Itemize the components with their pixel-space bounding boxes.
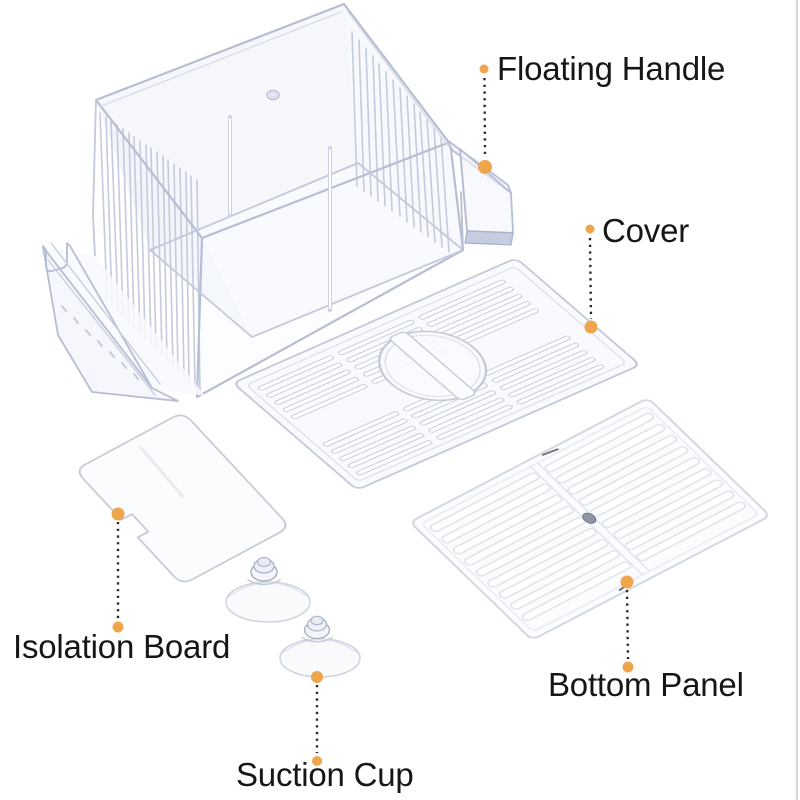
isolation-board-reflection	[138, 445, 185, 499]
bottom-panel-part	[412, 399, 768, 639]
bottom-panel-pin	[582, 512, 597, 524]
knob-collar	[301, 636, 333, 643]
trough-rail-inner	[47, 242, 161, 396]
back-wall-hole	[266, 89, 280, 101]
left-floating-handle	[42, 242, 205, 402]
box-rim-highlight	[98, 11, 450, 148]
cover-rim	[247, 267, 626, 481]
callout-isolation-board	[111, 507, 125, 633]
trough-left-face	[42, 246, 179, 402]
callout-floating-handle	[478, 64, 492, 174]
box-inner-edges	[92, 99, 464, 338]
suction-cup-2	[279, 615, 361, 678]
callout-bottom-panel	[620, 575, 634, 673]
part-dot	[311, 671, 323, 683]
knob-top	[256, 556, 272, 568]
label-cover: Cover	[602, 212, 690, 249]
handle-bottom-edge	[464, 230, 514, 246]
left-wall-slats	[99, 112, 201, 394]
label-dot	[585, 224, 595, 234]
suction-cup-knob	[247, 556, 281, 586]
label-dot	[312, 756, 322, 766]
handle-side-edge	[459, 148, 468, 251]
trough-rail-notched	[42, 242, 153, 389]
bottom-panel-slats	[431, 414, 745, 620]
knob-top	[310, 615, 324, 626]
suction-cup-dome	[227, 581, 309, 598]
bottom-panel-rim	[422, 407, 758, 631]
label-isolation-board: Isolation Board	[13, 628, 231, 665]
cover-hatch-divider	[389, 331, 476, 400]
part-dot	[111, 507, 125, 521]
part-dot	[478, 160, 492, 174]
part-dot	[620, 575, 634, 589]
label-bottom-panel: Bottom Panel	[548, 666, 744, 703]
box-rim-edges	[94, 2, 465, 399]
leader-line	[483, 77, 487, 159]
suction-cup-dome	[281, 638, 359, 654]
label-dot	[479, 64, 489, 74]
callout-suction-cup	[311, 671, 323, 766]
suction-cup-1	[225, 556, 311, 623]
breeder-box	[42, 2, 514, 402]
back-wall-hole-inner	[269, 92, 277, 98]
trough-slot-ticks	[61, 305, 139, 380]
part-dot	[584, 320, 598, 334]
leader-line	[625, 589, 630, 660]
suction-cup-base	[225, 581, 311, 623]
cover-panel	[235, 259, 638, 489]
label-dot	[622, 661, 634, 673]
label-suction-cup: Suction Cup	[236, 756, 414, 793]
leader-line	[588, 237, 593, 320]
isolation-board-body	[78, 414, 287, 583]
callout-cover	[584, 224, 598, 334]
suction-cup-base	[279, 638, 361, 678]
right-wall-slats	[351, 31, 450, 253]
suction-cup-knob	[301, 615, 333, 643]
isolation-board-part	[78, 414, 287, 583]
label-dot	[112, 621, 124, 633]
knob-collar	[247, 579, 281, 586]
label-floating-handle: Floating Handle	[497, 50, 726, 87]
